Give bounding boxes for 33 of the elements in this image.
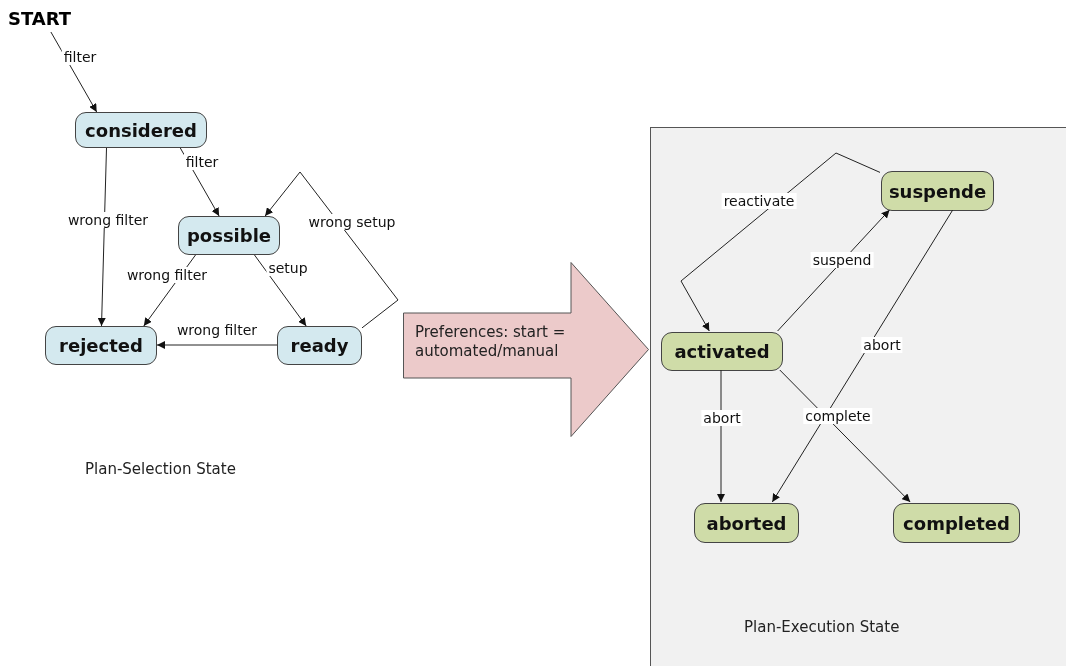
arrow — [771, 209, 954, 503]
edge-label: reactivate — [721, 193, 797, 209]
edge-label: abort — [701, 410, 743, 426]
edge-label: filter — [61, 49, 99, 65]
edge-label: suspend — [810, 252, 874, 268]
edge-label: complete — [803, 408, 873, 424]
arrow — [779, 369, 911, 503]
arrow — [264, 171, 399, 329]
state-box: considered — [75, 112, 207, 148]
edge-label: wrong setup — [306, 214, 398, 230]
edge-label: wrong filter — [65, 212, 151, 228]
edge-label: wrong filter — [174, 322, 260, 338]
state-box: possible — [178, 216, 280, 255]
state-box: aborted — [694, 503, 799, 543]
state-box: suspende — [881, 171, 994, 211]
arrow — [717, 369, 725, 503]
state-panel — [650, 127, 1066, 666]
state-box: completed — [893, 503, 1020, 543]
edge-label: setup — [266, 260, 310, 276]
panel-caption: Plan-Execution State — [744, 618, 900, 636]
arrow — [156, 341, 278, 349]
edge-label: wrong filter — [124, 267, 210, 283]
diagram-label: Plan-Selection State — [85, 460, 236, 478]
state-box: rejected — [45, 326, 157, 365]
edge-label: filter — [183, 154, 221, 170]
state-box: activated — [661, 332, 783, 371]
block-arrow: Preferences: start = automated/manual — [403, 262, 649, 437]
arrow — [254, 254, 307, 327]
start-label: START — [8, 8, 88, 32]
arrow — [97, 147, 107, 327]
edge-label: abort — [861, 337, 903, 353]
arrow — [680, 152, 881, 332]
state-box: ready — [277, 326, 362, 365]
